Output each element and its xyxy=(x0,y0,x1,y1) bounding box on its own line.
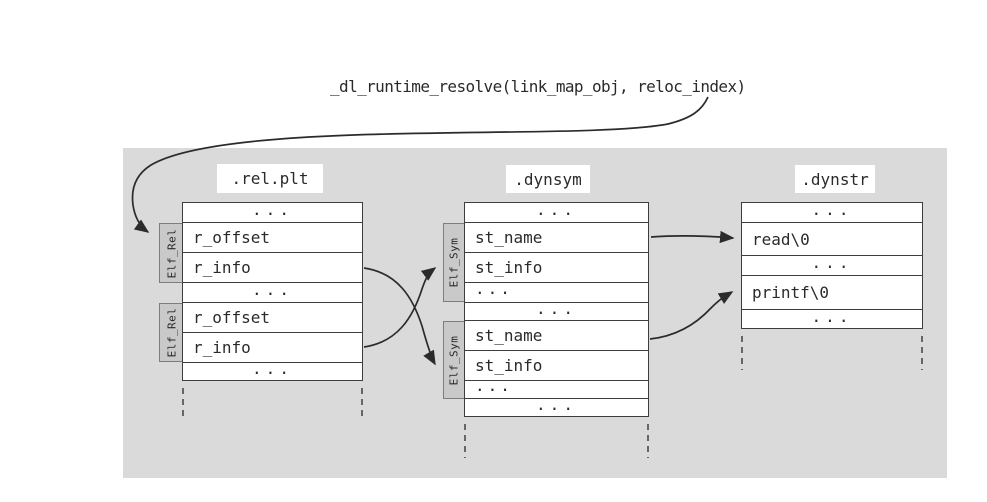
table-row: ... xyxy=(465,399,648,416)
table-row: printf\0 xyxy=(742,276,922,310)
table-row: ... xyxy=(183,203,362,223)
elf-sym-tab-label: Elf_Sym xyxy=(447,335,461,385)
relplt-table: ... r_offset r_info ... r_offset r_info … xyxy=(182,202,363,381)
table-row: read\0 xyxy=(742,223,922,256)
table-row: st_name xyxy=(465,223,648,253)
table-row: ... xyxy=(465,381,648,399)
elf-sym-tab: Elf_Sym xyxy=(443,223,465,302)
table-row: st_name xyxy=(465,321,648,351)
table-row: st_info xyxy=(465,351,648,381)
table-row: st_info xyxy=(465,253,648,283)
table-row: ... xyxy=(465,303,648,321)
table-row: r_offset xyxy=(183,223,362,253)
dynsym-table: ... st_name st_info ... ... st_name st_i… xyxy=(464,202,649,417)
table-row: r_offset xyxy=(183,303,362,333)
table-row: ... xyxy=(465,283,648,303)
dynstr-table: ... read\0 ... printf\0 ... xyxy=(741,202,923,329)
section-label-relplt: .rel.plt xyxy=(217,164,323,193)
table-row: ... xyxy=(742,203,922,223)
table-row: ... xyxy=(183,363,362,380)
table-row: ... xyxy=(465,203,648,223)
table-row: r_info xyxy=(183,333,362,363)
function-call-label: _dl_runtime_resolve(link_map_obj, reloc_… xyxy=(330,77,746,96)
elf-rel-tab: Elf_Rel xyxy=(159,303,184,362)
elf-rel-tab: Elf_Rel xyxy=(159,223,184,283)
table-row: r_info xyxy=(183,253,362,283)
section-label-dynsym: .dynsym xyxy=(506,165,590,193)
section-label-dynstr: .dynstr xyxy=(795,165,875,193)
table-row: ... xyxy=(742,256,922,276)
table-row: ... xyxy=(742,310,922,328)
table-row: ... xyxy=(183,283,362,303)
elf-sym-tab-label: Elf_Sym xyxy=(447,237,461,288)
elf-rel-tab-label: Elf_Rel xyxy=(165,228,179,278)
elf-rel-tab-label: Elf_Rel xyxy=(165,307,179,358)
elf-sym-tab: Elf_Sym xyxy=(443,321,465,399)
